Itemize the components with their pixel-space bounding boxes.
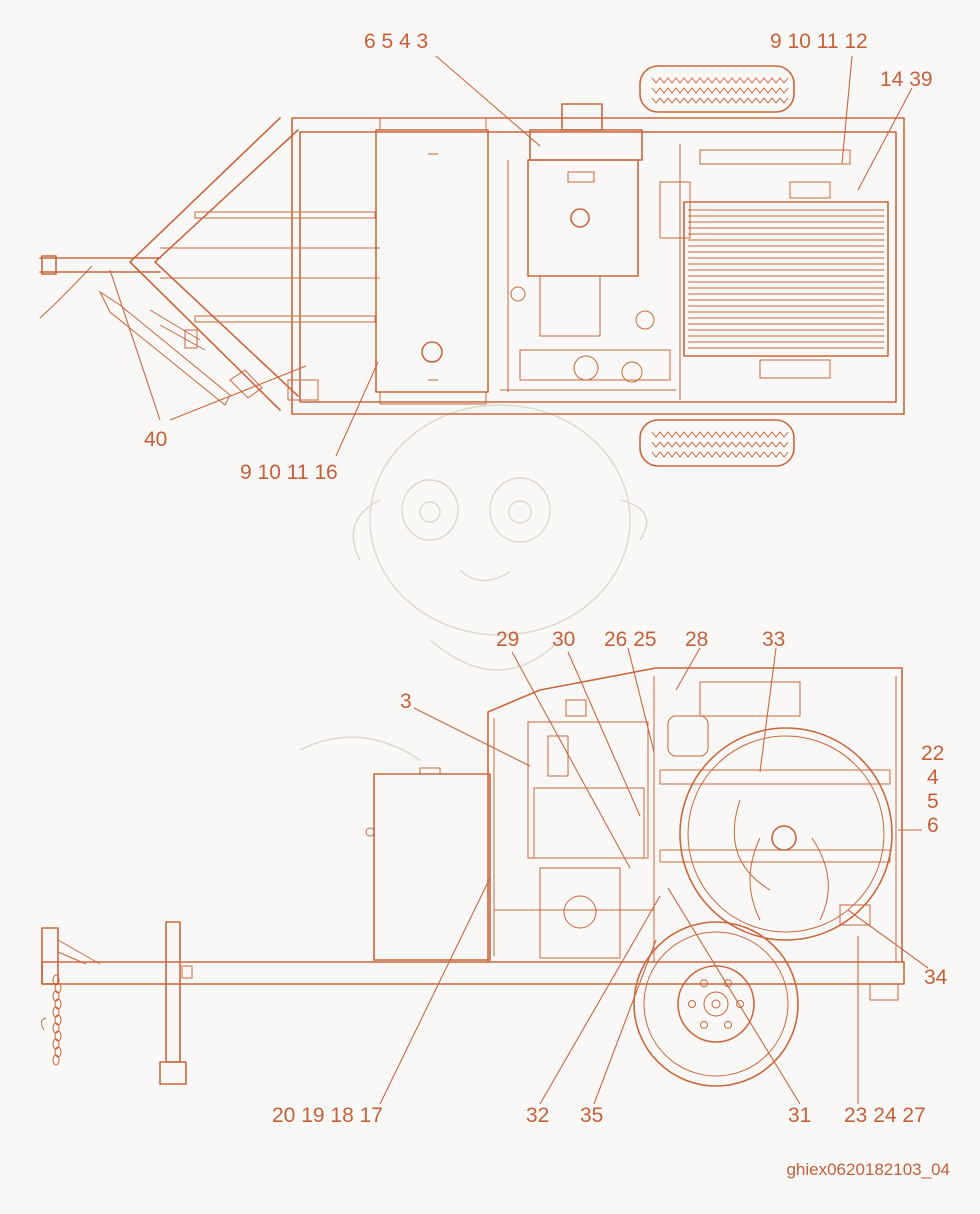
callout-3: 3	[400, 690, 412, 713]
callout-9-10-11-16: 9 10 11 16	[240, 461, 338, 484]
callout-34: 34	[924, 966, 948, 989]
callout-14-39: 14 39	[880, 68, 933, 91]
watermark-mascot	[299, 404, 648, 761]
top-view: 6 5 4 3 9 10 11 12 14 39 40 9 10 11 16	[39, 30, 933, 484]
callout-6: 6	[927, 814, 939, 837]
hitch-tongue-top	[39, 117, 380, 411]
callout-32: 32	[526, 1104, 549, 1127]
callout-35: 35	[580, 1104, 603, 1127]
side-view: 29 30 26 25 28 33 3 22 4 5 6 34 20 19 18…	[40, 628, 948, 1127]
hose-reel-top	[659, 144, 889, 400]
callout-40: 40	[144, 428, 167, 451]
callout-26-25: 26 25	[604, 628, 657, 651]
hose-reel-side	[679, 727, 893, 941]
callout-29: 29	[496, 628, 519, 651]
fuel-tank-top	[375, 117, 489, 405]
tire-top-upper	[639, 65, 795, 113]
callout-23-24-27: 23 24 27	[844, 1104, 926, 1127]
callout-5: 5	[927, 790, 939, 813]
fuel-tank-side	[373, 773, 491, 961]
callout-33: 33	[762, 628, 785, 651]
callout-6-5-4-3: 6 5 4 3	[364, 30, 428, 53]
callout-20-19-18-17: 20 19 18 17	[272, 1104, 383, 1127]
callout-9-10-11-12: 9 10 11 12	[770, 30, 868, 53]
safety-chain	[40, 974, 62, 1066]
callout-28: 28	[685, 628, 708, 651]
tire-top-lower	[639, 419, 795, 467]
callout-22: 22	[921, 742, 944, 765]
callout-4: 4	[927, 766, 939, 789]
image-id-label: ghiex0620182103_04	[786, 1160, 950, 1179]
burner-housing-top	[500, 103, 676, 392]
callout-31: 31	[788, 1104, 811, 1127]
callout-30: 30	[552, 628, 575, 651]
